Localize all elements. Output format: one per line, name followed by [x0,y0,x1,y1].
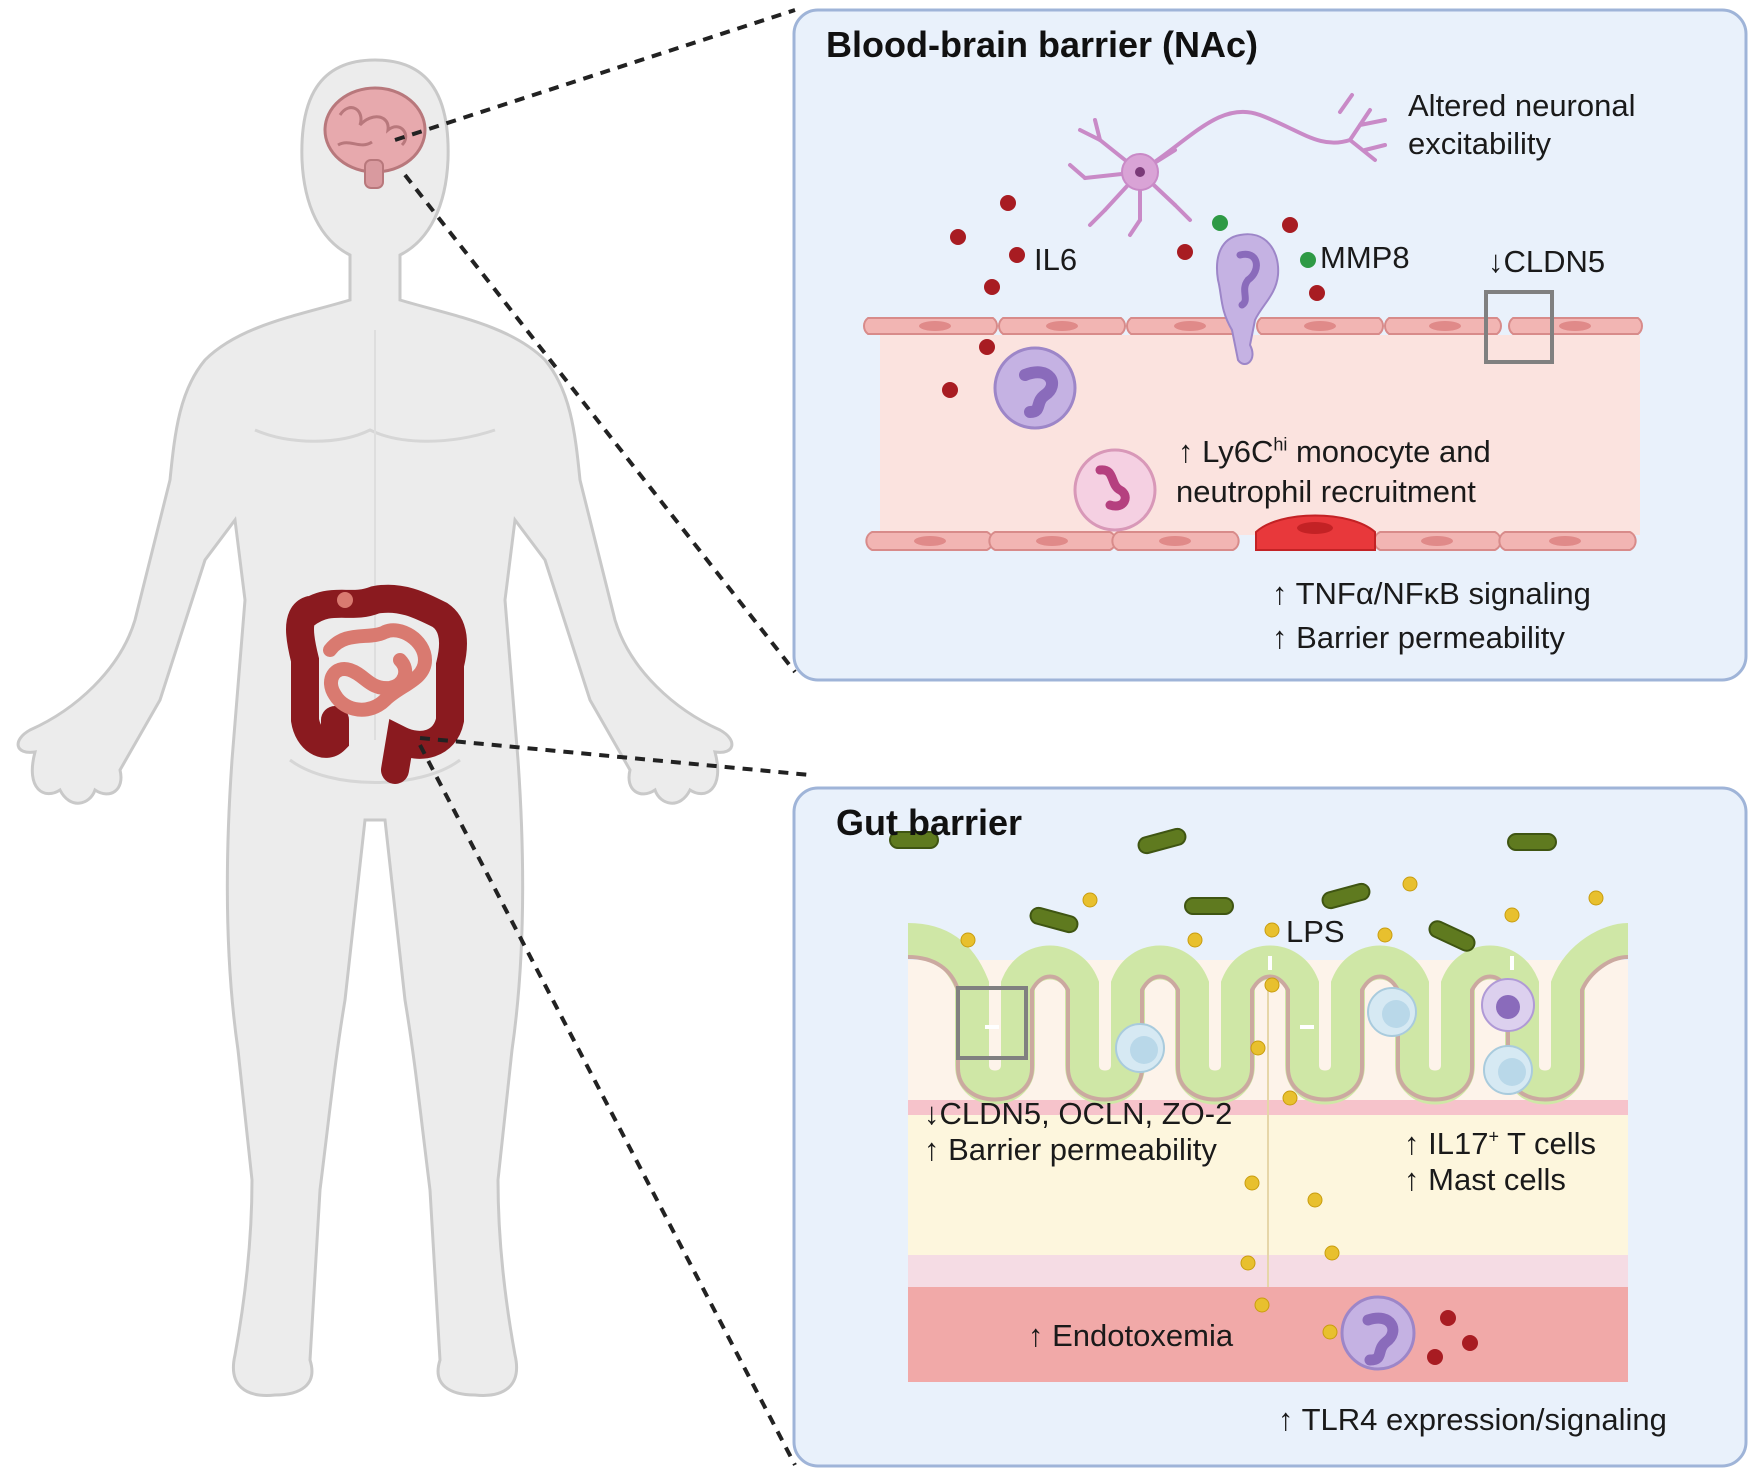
recruitment-arrow: ↑ [1178,434,1194,469]
blood-monocyte [1340,1295,1416,1371]
brain-icon [323,86,427,189]
blood-cytokines [1427,1310,1478,1365]
ly6c-text: Ly6C [1202,434,1274,469]
endotoxemia-arrow: ↑ [1028,1318,1044,1353]
human-body-figure [16,58,734,1397]
mast-cell [1481,978,1535,1032]
mmp8-dots [1212,215,1316,268]
bbb-title: Blood-brain barrier (NAc) [826,24,1259,65]
cytokine-dots [942,195,1325,398]
connector-lines [394,8,811,1466]
il17-arrow: ↑ [1404,1126,1420,1161]
neutrophil-cell [1073,448,1157,532]
t-cells [1115,987,1533,1095]
mast-cells-text: Mast cells [1428,1162,1566,1197]
monocyte-text: monocyte and [1287,434,1491,469]
t-cells-text: T cells [1498,1126,1597,1161]
gut-permeability-label: ↑ Barrier permeability [924,1132,1217,1168]
monocyte-cell [993,346,1077,430]
tight-junction-arrow: ↓ [924,1096,940,1131]
tnf-arrow: ↑ [1272,576,1288,611]
tnf-label: ↑ TNFα/NFκB signaling [1272,576,1591,612]
tight-junction-text: CLDN5, OCLN, ZO-2 [939,1096,1233,1131]
intestines-icon [286,584,467,784]
tight-junction-box [1484,290,1554,364]
lps-dots [960,876,1604,1340]
il17-text: IL17 [1428,1126,1489,1161]
il17-label: ↑ IL17+ T cells [1404,1126,1596,1162]
tlr4-arrow: ↑ [1278,1402,1294,1437]
tlr4-label: ↑ TLR4 expression/signaling [1278,1402,1667,1438]
cldn5-label: ↓CLDN5 [1488,244,1605,280]
gut-permeability-arrow: ↑ [924,1132,940,1167]
il17-superscript: + [1488,1126,1499,1147]
tnf-text: TNFα/NFκB signaling [1295,576,1591,611]
mast-cells-label: ↑ Mast cells [1404,1162,1566,1198]
gut-permeability-text: Barrier permeability [948,1132,1217,1167]
cldn5-arrow: ↓ [1488,244,1504,279]
mast-cells-arrow: ↑ [1404,1162,1420,1197]
tlr4-text: TLR4 expression/signaling [1301,1402,1667,1437]
extravasating-monocyte [1216,233,1280,365]
bbb-panel [792,8,1748,682]
bbb-permeability-label: ↑ Barrier permeability [1272,620,1565,656]
gut-tight-junction-box [956,986,1028,1060]
tight-junction-label: ↓CLDN5, OCLN, ZO-2 [924,1096,1232,1132]
recruitment-label-line1: ↑ Ly6Chi monocyte and [1178,434,1491,470]
gut-panel [792,786,1748,1468]
neuron-label-line1: Altered neuronal [1408,88,1636,123]
bacteria-icons [889,827,1557,952]
recruitment-label-line2: neutrophil recruitment [1176,474,1476,509]
mmp8-label: MMP8 [1320,240,1410,275]
endotoxemia-label: ↑ Endotoxemia [1028,1318,1233,1354]
gut-title: Gut barrier [836,802,1023,843]
ly6c-superscript: hi [1273,434,1288,455]
endotoxemia-text: Endotoxemia [1052,1318,1234,1353]
lps-label: LPS [1286,914,1345,949]
bbb-permeability-text: Barrier permeability [1296,620,1565,655]
neuron-icon [1068,93,1387,237]
neuron-label-line2: excitability [1408,126,1551,161]
il6-label: IL6 [1034,242,1078,277]
cldn5-text: CLDN5 [1503,244,1606,279]
bbb-permeability-arrow: ↑ [1272,620,1288,655]
